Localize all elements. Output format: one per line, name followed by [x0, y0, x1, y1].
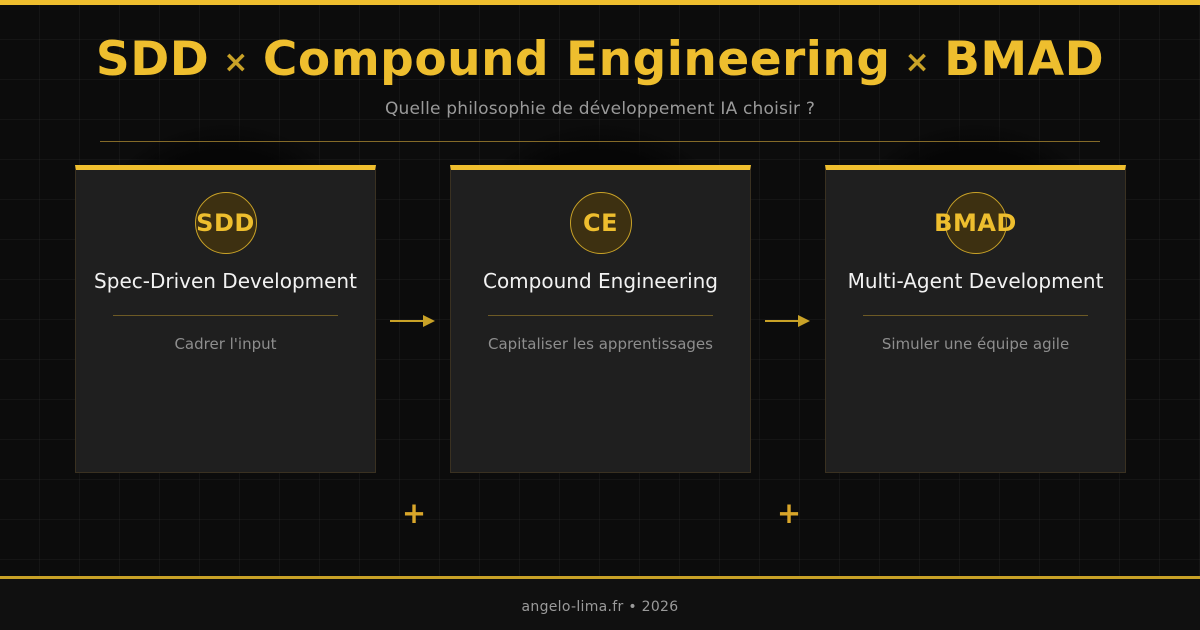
card-title: Compound Engineering	[482, 269, 719, 293]
arrow-shaft	[765, 320, 801, 322]
header-divider	[100, 141, 1100, 142]
plus-icon: +	[776, 496, 802, 530]
badge-sdd: SDD	[194, 192, 257, 254]
header: SDD×Compound Engineering×BMAD Quelle phi…	[0, 36, 1200, 119]
footer-text: angelo-lima.fr • 2026	[521, 599, 679, 615]
plus-icon: +	[401, 496, 427, 530]
card-divider	[113, 315, 338, 316]
card-divider	[863, 315, 1088, 316]
badge-bmad: BMAD	[934, 192, 1016, 254]
top-accent-bar	[0, 0, 1200, 5]
arrow-head	[798, 315, 810, 327]
title-part-bmad: BMAD	[944, 32, 1105, 87]
arrow-right-icon	[765, 313, 812, 329]
card-description: Capitaliser les apprentissages	[488, 335, 713, 353]
page-title: SDD×Compound Engineering×BMAD	[0, 36, 1200, 83]
title-separator-2: ×	[904, 45, 931, 80]
philosophy-card-bmad[interactable]: BMAD Multi-Agent Development Simuler une…	[825, 165, 1126, 473]
card-title: Spec-Driven Development	[94, 269, 357, 293]
card-title: Multi-Agent Development	[847, 269, 1104, 293]
philosophy-card-compound-engineering[interactable]: CE Compound Engineering Capitaliser les …	[450, 165, 751, 473]
page-subtitle: Quelle philosophie de développement IA c…	[384, 99, 816, 119]
arrow-right-icon	[390, 313, 437, 329]
card-divider	[488, 315, 713, 316]
title-part-sdd: SDD	[95, 32, 210, 87]
badge-ce: CE	[569, 192, 632, 254]
badge-label: SDD	[196, 209, 255, 237]
badge-label: CE	[582, 209, 619, 237]
arrow-head	[423, 315, 435, 327]
arrow-shaft	[390, 320, 426, 322]
title-separator-1: ×	[223, 45, 249, 80]
philosophy-card-sdd[interactable]: SDD Spec-Driven Development Cadrer l'inp…	[75, 165, 376, 473]
card-description: Simuler une équipe agile	[881, 335, 1070, 353]
card-description: Cadrer l'input	[174, 335, 277, 353]
title-part-compound-engineering: Compound Engineering	[262, 32, 891, 87]
footer: angelo-lima.fr • 2026	[0, 576, 1200, 630]
badge-label: BMAD	[934, 209, 1017, 237]
